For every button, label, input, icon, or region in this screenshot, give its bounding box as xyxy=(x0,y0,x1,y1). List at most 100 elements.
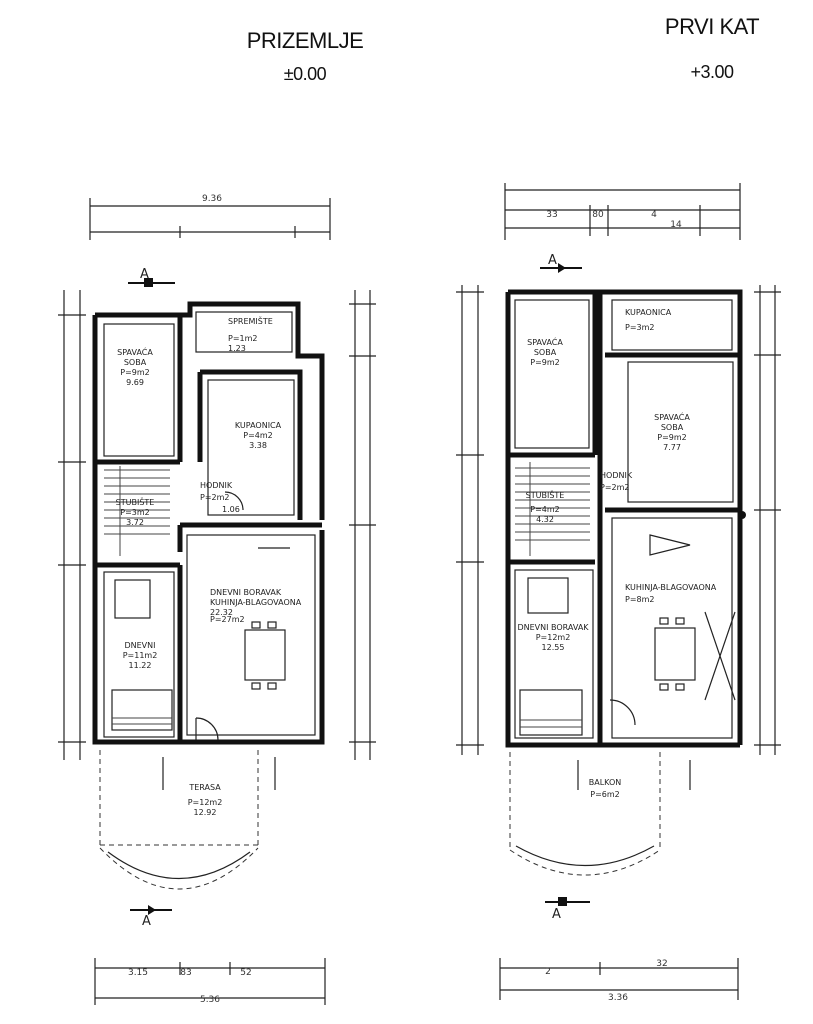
right-room-bedroom-1: SPAVAĆA SOBA P=9m2 xyxy=(527,336,563,367)
room-area: P=9m2 xyxy=(657,433,687,442)
right-top-dimension: 33 80 4 14 xyxy=(504,183,741,240)
right-side-dimensions xyxy=(456,285,781,755)
left-room-living: DNEVNI BORAVAK KUHINJA-BLAGOVAONA P=27m2… xyxy=(210,588,302,624)
room-label-line: STUBIŠTE xyxy=(116,496,155,507)
room-dim: 22.32 xyxy=(210,608,233,617)
right-bottom-dimension: 2 32 3.36 xyxy=(499,958,739,1003)
left-room-stairs: STUBIŠTE P=3m2 3.72 xyxy=(116,496,155,527)
left-top-dimension: 9.36 xyxy=(89,194,331,240)
room-area: P=1m2 xyxy=(228,334,258,343)
left-room-terrace: TERASA P=12m2 12.92 xyxy=(188,783,223,817)
left-room-dnevni: DNEVNI P=11m2 11.22 xyxy=(123,641,158,670)
right-plan-elevation: +3.00 xyxy=(690,62,734,82)
left-plan-title: PRIZEMLJE xyxy=(247,28,364,53)
room-label-line: BALKON xyxy=(589,778,622,787)
room-area: P=9m2 xyxy=(530,358,560,367)
room-area: P=3m2 xyxy=(625,323,655,332)
room-area: P=12m2 xyxy=(536,633,571,642)
room-area: P=8m2 xyxy=(625,595,655,604)
right-bottom-dim-2: 3.36 xyxy=(608,993,628,1003)
room-label-line: KUHINJA-BLAGOVAONA xyxy=(625,583,717,592)
right-plan-title: PRVI KAT xyxy=(665,14,759,39)
room-label-line: HODNIK xyxy=(600,471,633,480)
right-room-bathroom: KUPAONICA P=3m2 xyxy=(625,308,672,332)
room-dim: 4.32 xyxy=(536,515,554,524)
left-room-hallway: HODNIK P=2m2 1.06 xyxy=(200,481,240,514)
right-room-stairs: STUBIŠTE P=4m2 4.32 xyxy=(526,489,565,524)
room-area: P=11m2 xyxy=(123,651,158,660)
right-top-dim-2: 4 xyxy=(651,210,657,220)
room-area: P=12m2 xyxy=(188,798,223,807)
room-label-line: DNEVNI BORAVAK xyxy=(517,623,589,632)
right-bottom-dim-0: 2 xyxy=(545,967,551,977)
right-furniture xyxy=(519,511,746,736)
right-section-marker-bottom: A xyxy=(545,897,590,922)
room-area: P=27m2 xyxy=(210,615,245,624)
right-section-marker-top: A xyxy=(540,253,582,273)
right-room-living: DNEVNI BORAVAK P=12m2 12.55 xyxy=(517,623,589,652)
right-section-letter: A xyxy=(548,253,557,268)
room-area: P=6m2 xyxy=(590,790,620,799)
left-section-letter: A xyxy=(140,267,149,282)
room-dim: 1.23 xyxy=(228,344,246,353)
room-dim: 12.92 xyxy=(194,808,217,817)
room-label-line: HODNIK xyxy=(200,481,233,490)
room-dim: 11.22 xyxy=(129,661,152,670)
left-section-marker-bottom: A xyxy=(130,905,172,929)
right-bottom-dim-1: 32 xyxy=(656,959,667,969)
right-room-balcony: BALKON P=6m2 xyxy=(589,778,622,799)
room-dim: 3.38 xyxy=(249,441,267,450)
right-room-hallway: HODNIK P=2m2 xyxy=(600,471,633,492)
room-label-line: SOBA xyxy=(124,358,147,367)
right-stairs xyxy=(515,462,590,556)
right-top-dim-3: 14 xyxy=(670,220,682,230)
left-section-marker-top: A xyxy=(128,267,175,287)
room-label-line: KUPAONICA xyxy=(625,308,672,317)
room-label-line: STUBIŠTE xyxy=(526,489,565,500)
left-top-dim-label: 9.36 xyxy=(202,194,222,204)
right-balcony xyxy=(509,752,691,876)
right-top-dim-1: 80 xyxy=(592,210,604,220)
right-section-letter-bottom: A xyxy=(552,907,561,922)
room-area: P=2m2 xyxy=(600,483,630,492)
left-bottom-dim-3: 5.36 xyxy=(200,995,220,1005)
left-room-bedroom: SPAVAĆA SOBA P=9m2 9.69 xyxy=(117,346,153,387)
room-dim: 7.77 xyxy=(663,443,681,452)
room-label-line: SPREMIŠTE xyxy=(228,315,273,326)
right-room-bedroom-2: SPAVAĆA SOBA P=9m2 7.77 xyxy=(654,411,690,452)
left-bottom-dim-0: 3.15 xyxy=(128,968,148,978)
room-label-line: KUPAONICA xyxy=(235,421,282,430)
right-room-kitchen: KUHINJA-BLAGOVAONA P=8m2 xyxy=(625,583,717,604)
left-plan-walls xyxy=(92,301,325,745)
left-plan-elevation: ±0.00 xyxy=(284,64,327,84)
room-label-line: DNEVNI BORAVAK xyxy=(210,588,282,597)
room-area: P=2m2 xyxy=(200,493,230,502)
room-label-line: DNEVNI xyxy=(124,641,155,650)
room-area: P=4m2 xyxy=(243,431,273,440)
left-terrace xyxy=(99,750,276,890)
right-plan-walls xyxy=(505,289,743,748)
room-area: P=9m2 xyxy=(120,368,150,377)
room-dim: 1.06 xyxy=(222,505,240,514)
left-bottom-dim-1: 83 xyxy=(180,968,191,978)
room-dim: 9.69 xyxy=(126,378,144,387)
left-room-storage: SPREMIŠTE P=1m2 1.23 xyxy=(228,315,273,353)
left-bottom-dim-2: 52 xyxy=(240,968,251,978)
room-label-line: SOBA xyxy=(534,348,557,357)
room-dim: 12.55 xyxy=(542,643,565,652)
left-side-dimensions xyxy=(58,290,376,760)
room-area: P=4m2 xyxy=(530,505,560,514)
left-bottom-dimension: 3.15 83 52 5.36 xyxy=(94,958,326,1005)
left-room-bathroom: KUPAONICA P=4m2 3.38 xyxy=(235,421,282,450)
room-label-line: SPAVAĆA xyxy=(527,336,563,347)
room-dim: 3.72 xyxy=(126,518,144,527)
left-furniture xyxy=(111,491,290,741)
left-section-letter-bottom: A xyxy=(142,914,151,929)
right-top-dim-0: 33 xyxy=(546,210,557,220)
room-label-line: SPAVAĆA xyxy=(654,411,690,422)
room-label-line: TERASA xyxy=(188,783,221,792)
room-label-line: KUHINJA-BLAGOVAONA xyxy=(210,598,302,607)
room-area: P=3m2 xyxy=(120,508,150,517)
room-label-line: SOBA xyxy=(661,423,684,432)
